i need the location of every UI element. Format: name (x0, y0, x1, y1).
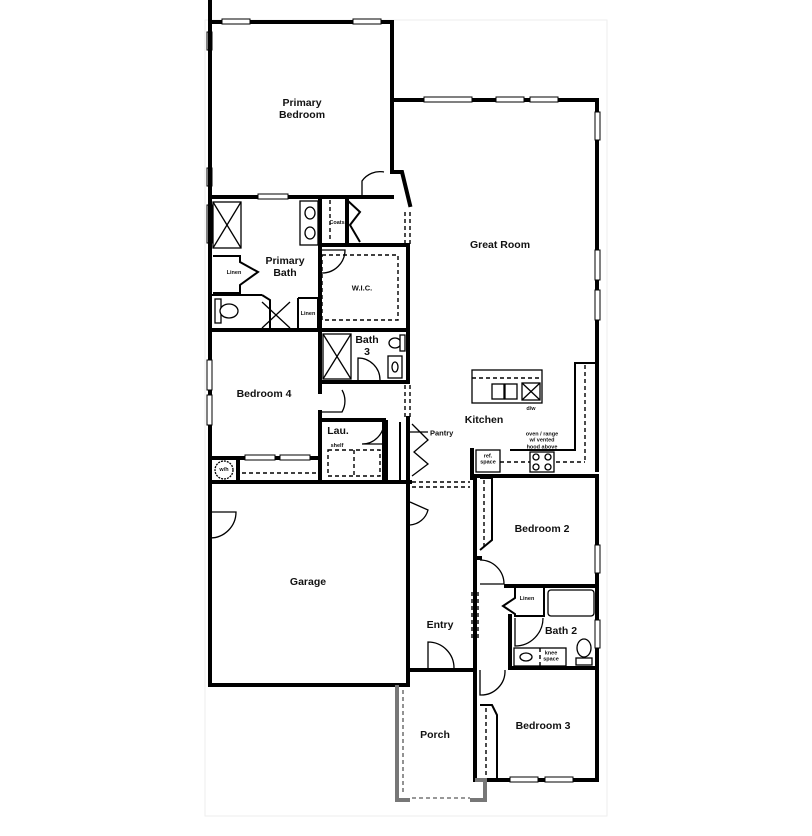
garage-walls (208, 480, 429, 687)
label-primary-bath: Primary Bath (265, 254, 305, 279)
label-linen-primary-2: Linen (300, 310, 316, 317)
label-shelf: shelf (330, 442, 344, 449)
label-pantry: Pantry (430, 428, 454, 438)
label-oven-range: oven / range w/ vented hood above (525, 431, 559, 451)
wic-walls (321, 254, 399, 321)
label-linen-bath2: Linen (519, 595, 535, 602)
laundry-walls (208, 416, 430, 484)
porch-outline (395, 685, 487, 802)
entry-walls (408, 641, 477, 672)
bedroom3-walls (473, 669, 599, 783)
label-great-room: Great Room (469, 238, 531, 251)
bedroom2-walls (471, 474, 601, 782)
label-bedroom2: Bedroom 2 (514, 522, 570, 535)
label-ref-space: ref. space (480, 453, 496, 466)
bedroom4-walls (206, 0, 346, 484)
label-kitchen: Kitchen (464, 413, 504, 426)
label-dishwasher: d/w (526, 405, 536, 412)
label-bedroom4: Bedroom 4 (236, 387, 292, 400)
great-room-walls (390, 96, 601, 472)
label-water-heater: w/h (219, 466, 229, 473)
label-wic: W.I.C. (351, 283, 373, 293)
label-primary-bedroom: Primary Bedroom (278, 96, 326, 121)
kitchen-fixtures (412, 362, 599, 488)
label-knee-space: knee space (543, 650, 559, 663)
label-porch: Porch (420, 728, 450, 741)
label-garage: Garage (289, 575, 327, 588)
label-coats: Coats (329, 219, 345, 226)
label-bath3: Bath 3 (355, 333, 379, 358)
label-linen-primary-1: Linen (226, 269, 242, 276)
label-laundry: Lau. (327, 424, 349, 437)
label-bath2: Bath 2 (544, 624, 578, 637)
label-bedroom3: Bedroom 3 (515, 719, 571, 732)
label-entry: Entry (426, 618, 454, 631)
bath3-walls (318, 328, 410, 384)
